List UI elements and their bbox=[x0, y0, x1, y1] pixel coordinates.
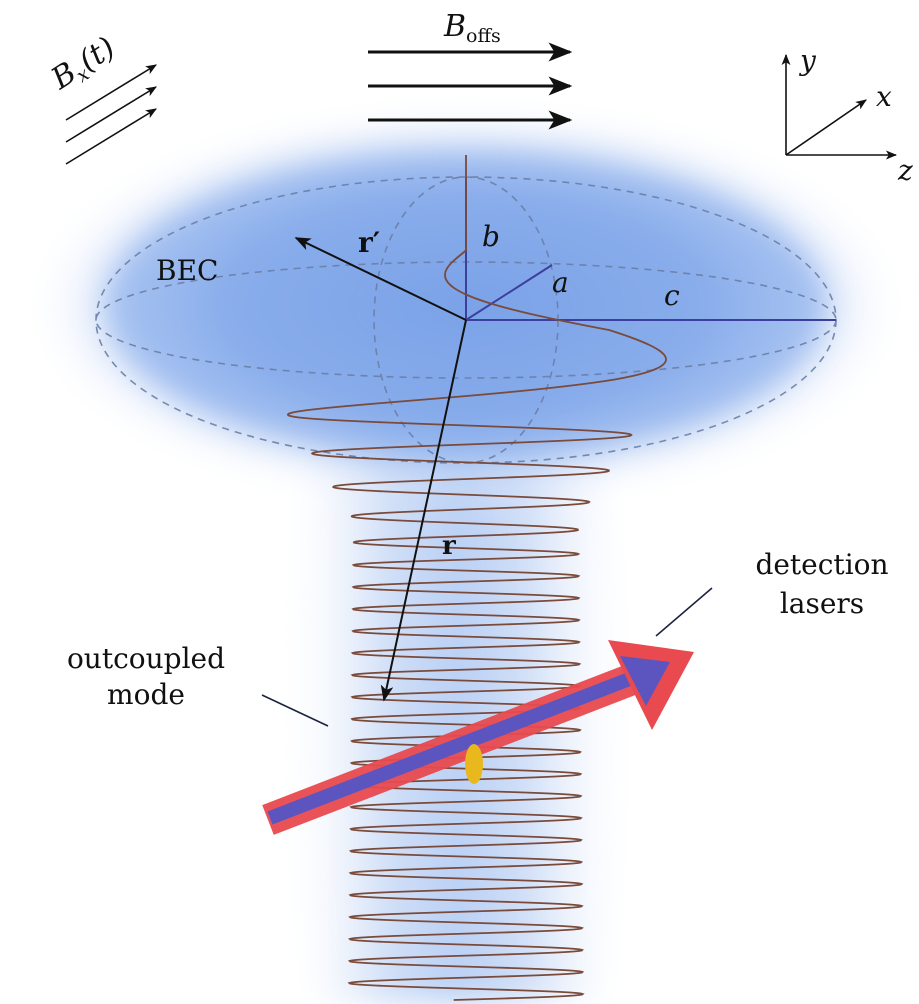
label-bec: BEC bbox=[156, 254, 218, 287]
detection-spot bbox=[465, 744, 483, 784]
leader-lines bbox=[261, 587, 713, 727]
label-detection: detection bbox=[755, 548, 888, 581]
r-prime-vector bbox=[294, 237, 467, 321]
position-vectors bbox=[294, 237, 467, 702]
bx-arrow-3 bbox=[65, 108, 157, 165]
laser-beam-inner bbox=[267, 671, 635, 825]
label-axis-z: z bbox=[897, 154, 913, 187]
coordinate-axes bbox=[781, 53, 898, 160]
label-outcoupled: outcoupled bbox=[67, 642, 225, 675]
label-r: r bbox=[442, 531, 456, 561]
label-semi-c: c bbox=[664, 279, 680, 312]
axis-x-line bbox=[785, 99, 867, 156]
label-mode: mode bbox=[107, 678, 185, 711]
label-semi-a: a bbox=[552, 266, 569, 299]
b-offs-arrows bbox=[368, 42, 573, 130]
detection-leader-line bbox=[655, 587, 713, 637]
bx-arrows bbox=[65, 64, 157, 165]
outcoupled-spiral-wave bbox=[286, 155, 667, 1001]
label-axis-x: x bbox=[876, 80, 892, 113]
outcoupled-leader-line bbox=[261, 694, 329, 727]
labels: Bx(t) Boffs y x z BEC r′ r a b c detecti… bbox=[44, 9, 913, 711]
detection-laser bbox=[262, 640, 694, 835]
bx-arrow-2 bbox=[65, 86, 157, 143]
label-bx: Bx(t) bbox=[44, 30, 123, 100]
label-semi-b: b bbox=[482, 220, 500, 253]
bx-arrow-1 bbox=[65, 64, 157, 121]
label-lasers: lasers bbox=[780, 587, 864, 620]
label-b-offs: Boffs bbox=[443, 9, 501, 47]
label-r-prime: r′ bbox=[358, 226, 380, 259]
semi-axis-a bbox=[465, 264, 553, 321]
r-vector bbox=[380, 319, 467, 702]
spiral-wave-path bbox=[286, 155, 667, 1001]
label-axis-y: y bbox=[798, 44, 817, 77]
laser-arrowhead-inner bbox=[620, 656, 670, 706]
